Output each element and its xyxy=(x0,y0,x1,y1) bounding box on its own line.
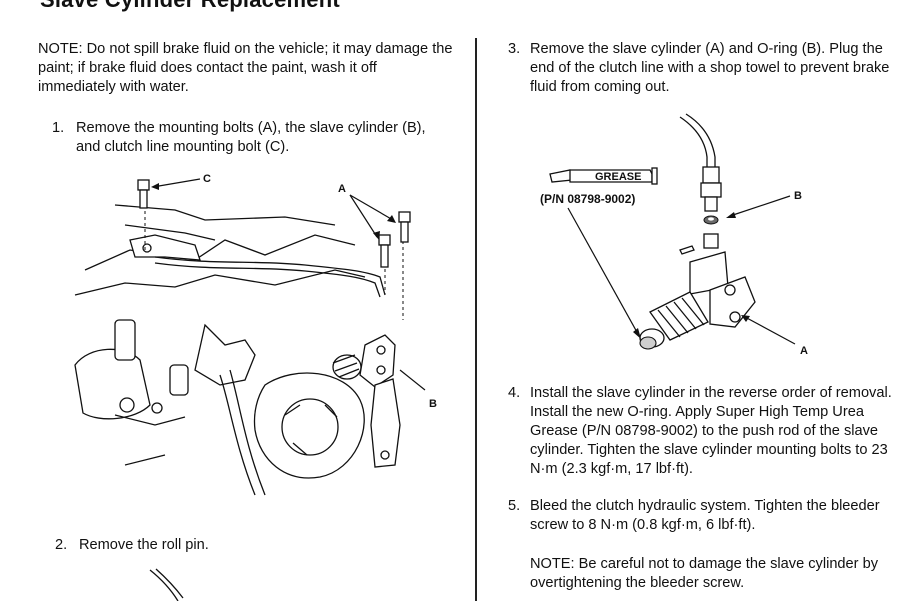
step-2-text: Remove the roll pin. xyxy=(79,537,209,553)
slave-cylinder-a xyxy=(639,233,756,350)
figure-2-callout-b: B xyxy=(794,190,802,202)
step-5-text: Bleed the clutch hydraulic system. Tight… xyxy=(530,498,880,533)
step-1-number: 1. xyxy=(52,120,65,136)
step-1-text: Remove the mounting bolts (A), the slave… xyxy=(76,120,426,155)
bolt-c xyxy=(137,179,150,209)
step-1: 1. Remove the mounting bolts (A), the sl… xyxy=(52,119,452,157)
figure-1-callout-b: B xyxy=(429,398,437,410)
step-3-text: Remove the slave cylinder (A) and O-ring… xyxy=(530,41,890,95)
figure-1-engine-illustration: C A B xyxy=(74,173,437,496)
slave-cylinder-b xyxy=(332,334,396,388)
figure-2-callout-a: A xyxy=(800,345,808,357)
figure-1-callout-a: A xyxy=(338,183,346,195)
step-4-number: 4. xyxy=(508,385,521,401)
step-3: 3. Remove the slave cylinder (A) and O-r… xyxy=(508,40,893,97)
figure-2-slave-cylinder-illustration: GREASE (P/N 08798-9002) B A xyxy=(540,113,808,357)
page-title: Slave Cylinder Replacement xyxy=(40,0,340,13)
note-bottom: NOTE: Be careful not to damage the slave… xyxy=(530,556,878,591)
step-5-number: 5. xyxy=(508,498,521,514)
step-5: 5. Bleed the clutch hydraulic system. Ti… xyxy=(508,497,900,535)
step-2-number: 2. xyxy=(55,537,68,553)
note-top: NOTE: Do not spill brake fluid on the ve… xyxy=(38,41,453,95)
bolt-a-1 xyxy=(398,211,411,243)
bolt-a-2 xyxy=(378,234,391,268)
o-ring-b xyxy=(703,215,719,225)
step-2: 2. Remove the roll pin. xyxy=(55,536,455,555)
step-3-number: 3. xyxy=(508,41,521,57)
grease-tube-icon: GREASE xyxy=(549,167,658,185)
figure-1-callout-c: C xyxy=(203,173,211,185)
step-4-text: Install the slave cylinder in the revers… xyxy=(530,385,892,477)
step-4: 4. Install the slave cylinder in the rev… xyxy=(508,384,900,479)
grease-tube-label: GREASE xyxy=(595,171,641,183)
column-divider xyxy=(475,38,477,601)
grease-part-number: (P/N 08798-9002) xyxy=(540,192,635,206)
roll-pin-figure-partial xyxy=(149,568,184,601)
